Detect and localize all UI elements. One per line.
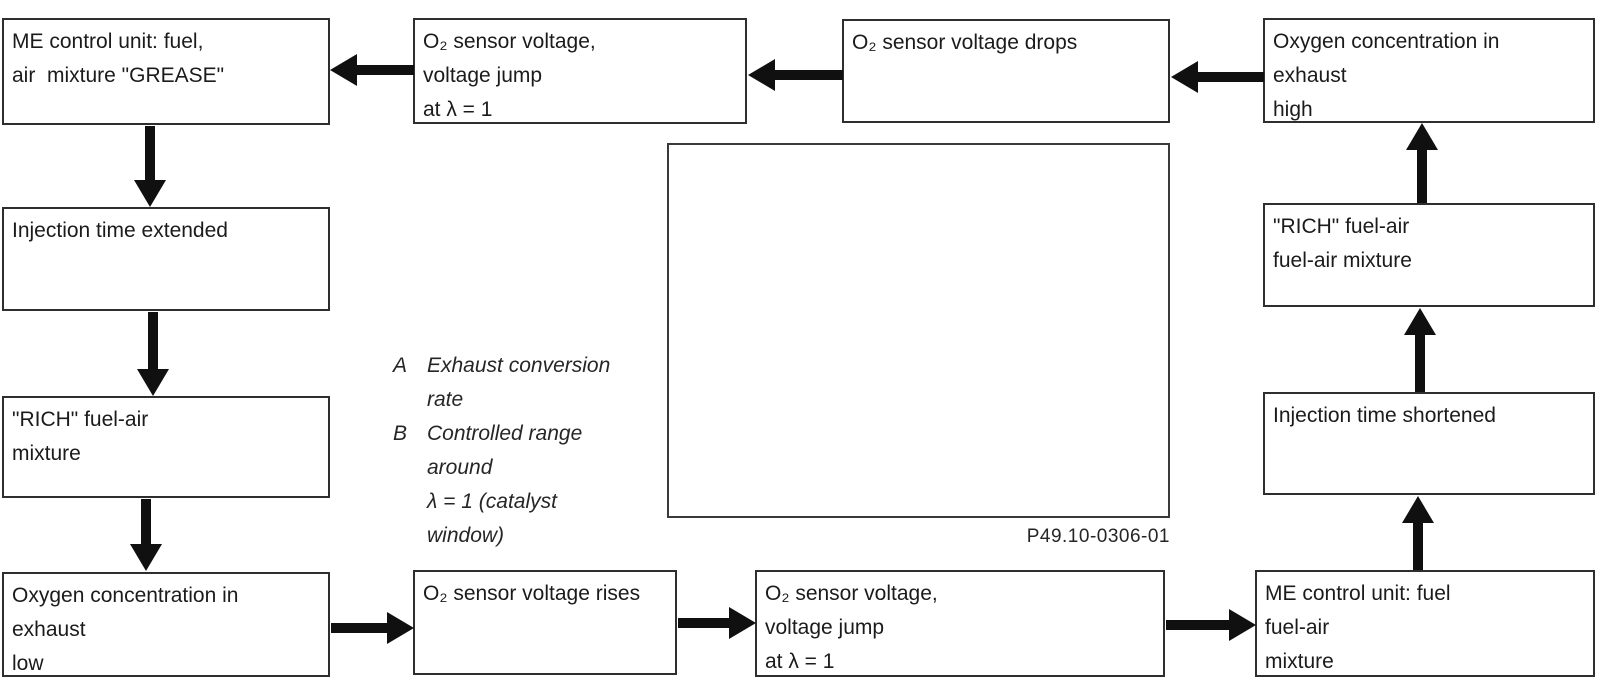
arrow-o2jump-to-me-lean	[330, 53, 414, 87]
arrow-head	[1404, 308, 1436, 335]
arrow-rich-to-oxyhigh	[1405, 123, 1439, 203]
arrow-head	[729, 607, 756, 639]
box-text-line: Oxygen concentration in	[1273, 30, 1500, 53]
legend-key: A	[393, 354, 408, 377]
box-text-line: voltage jump	[765, 616, 885, 639]
box-injection-time-shortened: Injection time shortened	[1263, 392, 1595, 495]
arrow-head	[1171, 61, 1198, 93]
arrow-head	[748, 59, 775, 91]
arrow-shaft	[1413, 518, 1423, 570]
box-o2-voltage-rises: O₂ sensor voltage rises	[413, 570, 677, 675]
arrow-shaft	[678, 618, 734, 628]
arrow-shaft	[770, 70, 843, 80]
arrow-shaft	[331, 623, 392, 633]
arrow-o2jump-to-me-rich	[1166, 608, 1256, 642]
box-injection-time-extended: Injection time extended	[2, 207, 330, 311]
arrow-head	[137, 369, 169, 396]
arrow-head	[1406, 123, 1438, 150]
legend-text: Controlled range around λ = 1 (catalyst …	[427, 417, 582, 553]
box-text-line: low	[12, 652, 44, 675]
box-text-line: mixture	[1265, 650, 1334, 673]
box-oxygen-concentration-low: Oxygen concentration in exhaust low	[2, 572, 330, 677]
box-text-line: mixture	[12, 442, 81, 465]
box-me-control-rich: ME control unit: fuel fuel-air mixture	[1255, 570, 1595, 677]
box-text-line: high	[1273, 98, 1313, 121]
arrow-head	[387, 612, 414, 644]
legend-item-a: A Exhaust conversion rate	[393, 349, 663, 417]
box-o2-voltage-drops: O₂ sensor voltage drops	[842, 19, 1170, 123]
arrow-head	[1402, 496, 1434, 523]
box-text-line: O₂ sensor voltage,	[423, 30, 596, 53]
box-text-line: air mixture "GREASE"	[12, 64, 225, 87]
arrow-oxyhigh-to-drops	[1171, 60, 1264, 94]
legend-text: Exhaust conversion rate	[427, 349, 610, 417]
arrow-shaft	[1415, 330, 1425, 392]
box-o2-voltage-jump-top: O₂ sensor voltage, voltage jump at λ = 1	[413, 18, 747, 124]
arrow-shaft	[1166, 620, 1234, 630]
legend-text-line: window)	[427, 524, 505, 547]
box-oxygen-concentration-high: Oxygen concentration in exhaust high	[1263, 18, 1595, 123]
box-me-control-lean: ME control unit: fuel, air mixture "GREA…	[2, 18, 330, 125]
box-text-line: "RICH" fuel-air	[12, 408, 149, 431]
box-text-line: O₂ sensor voltage rises	[423, 582, 641, 605]
box-text-line: O₂ sensor voltage drops	[852, 31, 1078, 54]
arrow-shaft	[148, 312, 158, 374]
arrow-rich-to-oxylow	[129, 499, 163, 571]
arrow-injection-extended-to-rich	[136, 312, 170, 396]
box-rich-mixture-right: "RICH" fuel-air fuel-air mixture	[1263, 203, 1595, 307]
arrow-head	[134, 180, 166, 207]
box-text-line: ME control unit: fuel,	[12, 30, 204, 53]
box-rich-mixture-left: "RICH" fuel-air mixture	[2, 396, 330, 498]
box-text-line: at λ = 1	[765, 650, 835, 673]
legend-text-line: rate	[427, 388, 464, 411]
box-o2-voltage-jump-bottom: O₂ sensor voltage, voltage jump at λ = 1	[755, 570, 1165, 677]
box-text-line: O₂ sensor voltage,	[765, 582, 938, 605]
arrow-me-rich-to-injection-shortened	[1401, 496, 1435, 570]
legend-text-line: λ = 1 (catalyst	[427, 490, 557, 513]
legend-text-line: Controlled range	[427, 422, 583, 445]
figure-number: P49.10-0306-01	[1026, 526, 1170, 547]
box-text-line: voltage jump	[423, 64, 543, 87]
box-text-line: exhaust	[12, 618, 86, 641]
arrow-shaft	[145, 126, 155, 185]
chart-placeholder-box	[667, 143, 1170, 518]
arrow-injection-shortened-to-rich	[1403, 308, 1437, 392]
legend-text-line: around	[427, 456, 493, 479]
box-text-line: exhaust	[1273, 64, 1347, 87]
box-text-line: fuel-air mixture	[1273, 249, 1412, 272]
arrow-drops-to-o2jump	[748, 58, 843, 92]
arrow-head	[330, 54, 357, 86]
legend-key: B	[393, 422, 408, 445]
box-text-line: ME control unit: fuel	[1265, 582, 1451, 605]
arrow-o2rises-to-o2jump	[678, 606, 756, 640]
arrow-shaft	[1193, 72, 1264, 82]
arrow-shaft	[1417, 145, 1427, 203]
box-text-line: fuel-air	[1265, 616, 1330, 639]
arrow-oxylow-to-o2rises	[331, 611, 414, 645]
box-text-line: "RICH" fuel-air	[1273, 215, 1410, 238]
legend-item-b: B Controlled range around λ = 1 (catalys…	[393, 417, 663, 553]
box-text-line: Injection time shortened	[1273, 404, 1496, 427]
arrow-head	[130, 544, 162, 571]
box-text-line: Injection time extended	[12, 219, 228, 242]
box-text-line: Oxygen concentration in	[12, 584, 239, 607]
arrow-me-lean-to-injection-extended	[133, 126, 167, 207]
arrow-shaft	[352, 65, 414, 75]
arrow-shaft	[141, 499, 151, 549]
legend: A Exhaust conversion rate B Controlled r…	[393, 349, 663, 553]
arrow-head	[1229, 609, 1256, 641]
box-text-line: at λ = 1	[423, 98, 493, 121]
legend-text-line: Exhaust conversion	[427, 354, 611, 377]
